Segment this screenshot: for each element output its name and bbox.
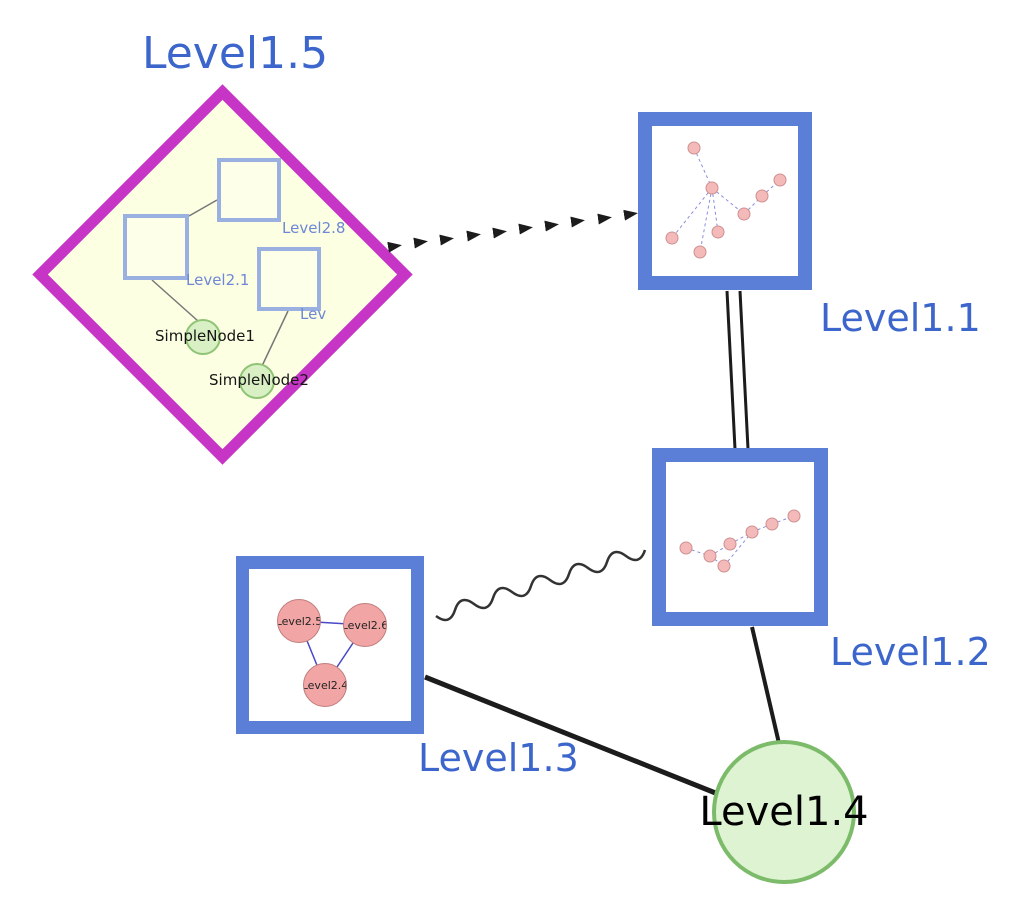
label-level1-1: Level1.1 [820,296,981,340]
node-level2-6[interactable]: Level2.6 [343,603,387,647]
edge-level1-5-to-level1-1[interactable] [387,209,638,253]
node-simplenode1[interactable] [185,319,221,355]
mini-node [765,517,779,531]
mini-node [773,173,787,187]
node-level1-1[interactable] [638,112,812,290]
label-simplenode1: SimpleNode1 [155,327,255,345]
node-level1-2[interactable] [652,448,828,626]
label-level1-2: Level1.2 [830,630,991,674]
mini-node [755,189,769,203]
node-simplenode2[interactable] [239,363,275,399]
label-level1-5: Level1.5 [142,28,329,79]
label-level2-8: Level2.8 [282,219,346,237]
edge-level1-3-to-level1-2[interactable] [435,549,647,622]
node-level2-x[interactable] [257,247,321,311]
level1-2-thumbnail-graph [679,509,801,573]
mini-node [687,141,701,155]
mini-node [737,207,751,221]
level1-1-thumbnail-graph [665,141,787,259]
mini-nodes [679,509,801,573]
label-level2-x: Lev [300,305,327,323]
mini-node [679,541,693,555]
node-level2-1[interactable] [123,214,189,280]
mini-node [703,549,717,563]
mini-node [787,509,801,523]
mini-nodes [665,141,787,259]
mini-node [705,181,719,195]
node-level1-4[interactable]: Level1.4 [699,740,869,884]
mini-node [711,225,725,239]
node-level2-4[interactable]: Level2.4 [303,663,347,707]
node-level2-5[interactable]: Level2.5 [277,599,321,643]
mini-node [723,537,737,551]
mini-node [693,245,707,259]
label-level1-3: Level1.3 [418,736,579,780]
mini-node [665,231,679,245]
edge-level1-2-to-level1-4[interactable] [750,626,783,753]
edge-level1-1-to-level1-2[interactable] [725,290,750,450]
edges-inside-level1-5 [151,199,289,367]
mini-node [745,525,759,539]
edge-level1-3-to-level1-4[interactable] [424,674,719,797]
label-level1-4: Level1.4 [699,789,869,835]
node-level2-8[interactable] [217,158,281,222]
label-level2-1: Level2.1 [186,271,250,289]
node-level1-3[interactable]: Level2.5 Level2.6 Level2.4 [236,556,424,734]
label-simplenode2: SimpleNode2 [209,371,309,389]
mini-node [717,559,731,573]
